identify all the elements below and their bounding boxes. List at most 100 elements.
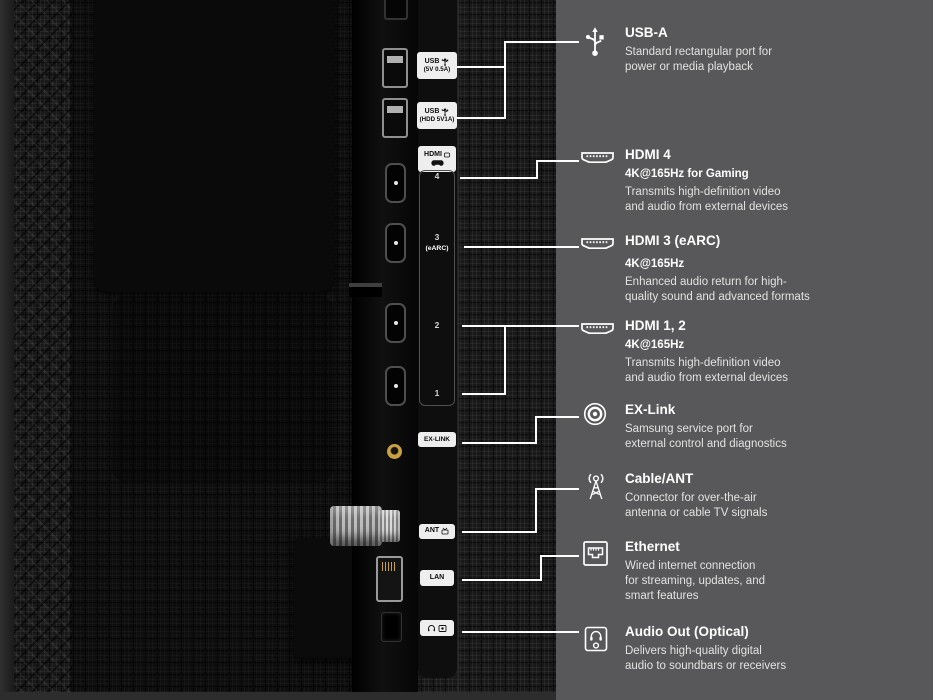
callout-line-usb1 [457,66,505,68]
label-usb-2-text: USB [424,107,440,115]
hdmi-port-3 [385,223,406,263]
annotation-title: HDMI 4 [625,147,671,162]
callout-line-eth-a [462,579,542,581]
annotation-body: Samsung service port for external contro… [625,423,787,450]
hdmi-port-2 [385,303,406,343]
rj45-pins [382,562,397,571]
annotation-body: Transmits high-definition video and audi… [625,357,789,384]
tv-mini-icon [441,528,449,535]
tv-side-edge [0,0,14,700]
tv-back-recess-top [94,0,334,292]
optical-mini-icon [438,624,447,632]
callout-line-audio [462,631,579,633]
usb-trident-icon [441,108,449,117]
hdmi-icon [581,323,614,335]
ethernet-port [376,556,403,602]
screw-dot [393,321,398,325]
annotation-hdmi-3: HDMI 3 (eARC) 4K@165Hz Enhanced audio re… [578,232,923,305]
screw-dot [393,181,398,185]
screw-dot [393,241,398,245]
callout-line-hdmi2 [462,325,579,327]
callout-line-exlink-b [535,416,579,418]
annotation-usb-a: USB-A Standard rectangular port for powe… [578,24,923,75]
callout-line-hdmi12-vert [504,325,506,395]
usb-trident-icon [441,58,449,67]
label-hdmi-3: 3 (eARC) [419,232,455,256]
annotation-subtitle: 4K@165Hz [625,339,685,351]
callout-line-usb-main [504,41,579,43]
gamepad-icon [430,160,444,166]
usb-icon [585,27,604,56]
chassis-ledge-shadow [349,287,382,297]
label-hdmi-3-earc: (eARC) [425,245,449,253]
ethernet-icon [583,541,608,566]
annotation-title: HDMI 1, 2 [625,318,686,333]
label-lan-text: LAN [429,573,445,581]
label-hdmi: HDMI [418,146,456,172]
tv-bottom-bezel [0,692,556,700]
label-ant-text: ANT [424,527,440,535]
label-hdmi-text: HDMI [424,150,442,158]
callout-line-exlink-a [462,442,537,444]
annotation-exlink: EX-Link Samsung service port for externa… [578,401,923,452]
optical-port [381,612,402,642]
recess-edge-highlight [457,0,459,700]
annotation-subtitle: 4K@165Hz for Gaming [625,168,749,180]
callout-line-ant-vert [535,488,537,533]
callout-line-hdmi4-vert [536,160,538,179]
annotation-title: USB-A [625,25,668,40]
callout-line-hdmi1 [462,393,506,395]
annotation-cable-ant: Cable/ANT Connector for over-the-air ant… [578,470,923,521]
label-usb-1-text: USB [424,57,440,65]
callout-line-eth-vert [540,555,542,581]
label-usb-1: USB (5V 0.5A) [417,52,457,79]
label-hdmi-4: 4 [434,171,440,181]
exlink-jack [387,444,402,459]
label-hdmi-2: 2 [434,320,440,330]
annotation-title: Cable/ANT [625,471,694,486]
tv-back-texture-left [14,0,72,700]
callout-line-ant-a [462,531,537,533]
coax-connector [330,506,382,546]
callout-line-hdmi3 [464,246,579,248]
hdmi-port-4 [385,163,406,203]
annotation-hdmi-4: HDMI 4 4K@165Hz for Gaming Transmits hig… [578,146,923,215]
label-usb-2-rating: (HDD 5V1A) [419,116,455,124]
partial-port-top [384,0,408,20]
annotation-audio-out: Audio Out (Optical) Delivers high-qualit… [578,623,923,674]
usb-port-1 [382,48,408,88]
hdmi-icon [581,152,614,164]
callout-line-eth-b [540,555,579,557]
tv-back-photo: USB (5V 0.5A) USB (HDD 5V1A) HDMI 4 3 (eA… [0,0,556,700]
hdmi-numbers-frame [419,170,455,406]
chassis-ledge [349,283,382,287]
label-usb-2: USB (HDD 5V1A) [417,102,457,129]
label-exlink-text: EX-LINK [424,435,450,443]
tv-back-recess-lower [112,296,334,482]
callout-line-exlink-vert [535,416,537,444]
coax-connector-thread [378,510,400,542]
annotation-title: EX-Link [625,402,676,417]
label-audio-out [420,620,454,636]
callout-line-ant-b [535,488,579,490]
annotation-title: Audio Out (Optical) [625,624,749,639]
label-ant: ANT [419,524,455,539]
annotation-title: HDMI 3 (eARC) [625,233,721,248]
exlink-icon [583,402,607,426]
usb-port-2 [382,98,408,138]
screw-dot [393,384,398,388]
hdmi-mini-icon [444,152,450,158]
label-hdmi-3-num: 3 [434,232,440,242]
annotation-body: Enhanced audio return for high- quality … [625,276,810,303]
callout-line-usb2 [457,117,505,119]
hdmi-port-1 [385,366,406,406]
annotation-body: Standard rectangular port for power or m… [625,46,773,73]
annotation-subtitle: 4K@165Hz [625,258,685,270]
annotation-body: Delivers high-quality digital audio to s… [625,645,787,672]
label-hdmi-1: 1 [434,388,440,398]
callout-line-usb-vert [504,41,506,119]
label-exlink: EX-LINK [418,432,456,447]
hdmi-icon [581,238,614,250]
label-usb-1-rating: (5V 0.5A) [423,66,451,74]
